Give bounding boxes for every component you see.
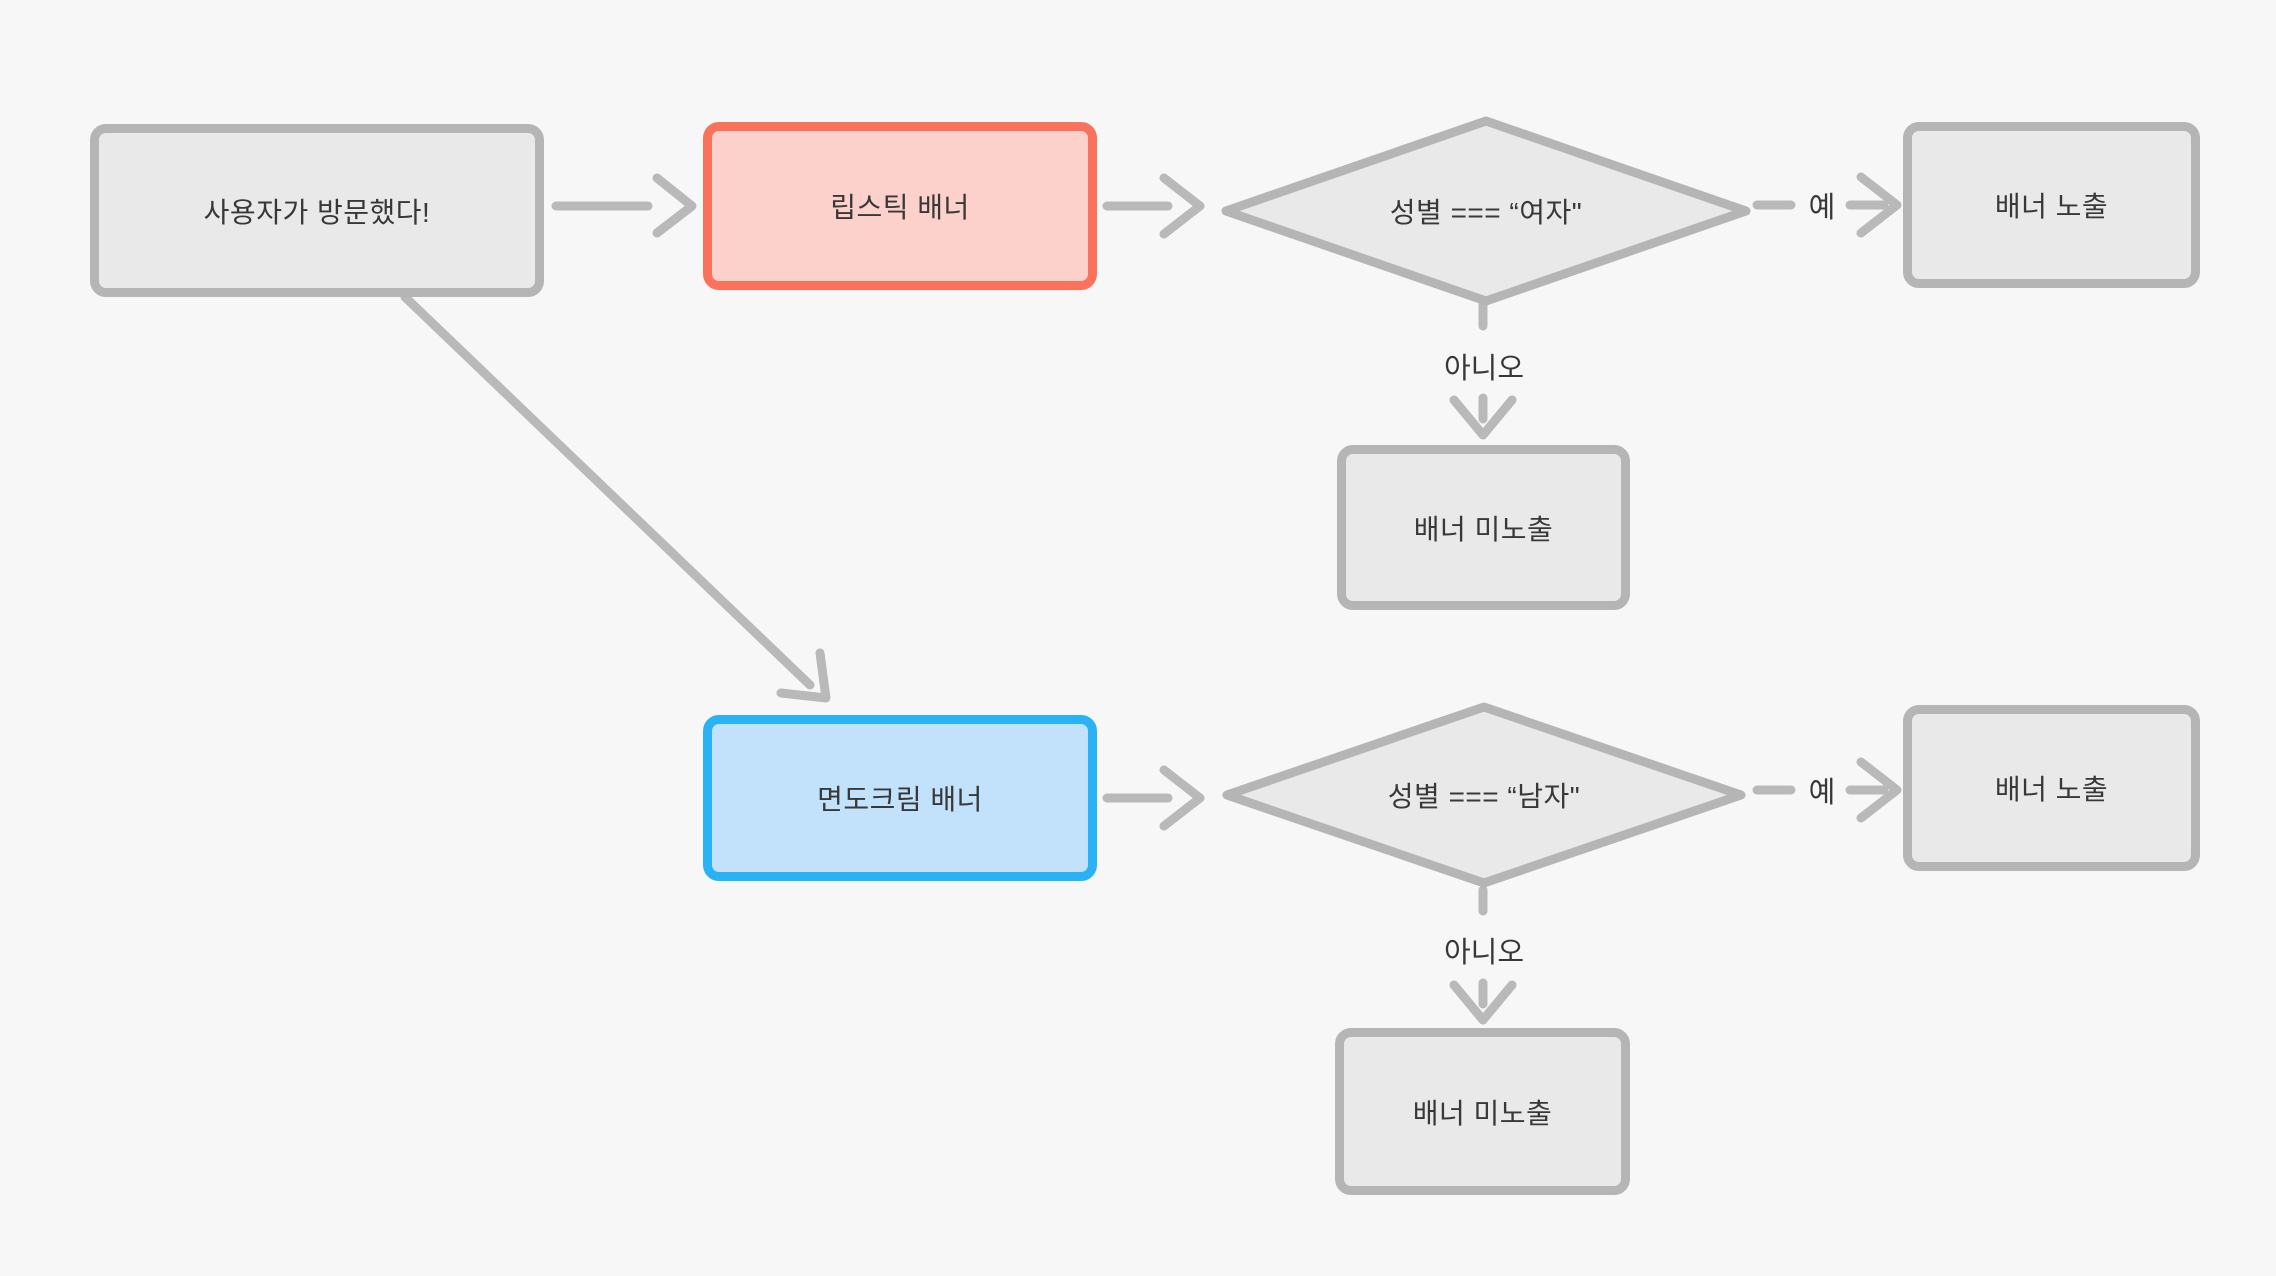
node-banner-hide-female-label: 배너 미노출: [1413, 513, 1554, 545]
node-banner-expose-male-label: 배너 노출: [1994, 774, 2109, 805]
edge-start-to-lipstick: [551, 173, 697, 238]
decision-male-shape[interactable]: [1222, 702, 1746, 888]
node-banner-expose-male[interactable]: 배너 노출: [1903, 705, 2200, 871]
node-banner-expose-female[interactable]: 배너 노출: [1903, 122, 2200, 288]
node-start-label: 사용자가 방문했다!: [203, 196, 431, 228]
edge-shaving-to-male-check: [1102, 765, 1205, 831]
edge-label-yes-female: 예: [1808, 192, 1836, 224]
edge-male-yes: [1752, 757, 1902, 823]
edge-female-no: [1449, 300, 1517, 440]
edge-label-no-female: 아니오: [1443, 353, 1525, 385]
edge-start-to-shaving: [400, 292, 831, 703]
edge-female-yes: [1752, 172, 1902, 238]
node-banner-expose-female-label: 배너 노출: [1994, 191, 2109, 222]
node-banner-hide-female[interactable]: 배너 미노출: [1337, 445, 1630, 610]
node-shaving-banner-label: 면도크림 배너: [817, 784, 983, 815]
node-banner-hide-male[interactable]: 배너 미노출: [1335, 1028, 1630, 1195]
edge-lipstick-to-female-check: [1102, 173, 1205, 239]
node-banner-hide-male-label: 배너 미노출: [1412, 1097, 1553, 1129]
edge-male-no: [1449, 885, 1517, 1025]
edge-label-yes-male: 예: [1808, 777, 1836, 809]
node-shaving-banner[interactable]: 면도크림 배너: [703, 715, 1097, 881]
node-start[interactable]: 사용자가 방문했다!: [90, 124, 544, 297]
edge-label-no-male: 아니오: [1443, 937, 1525, 969]
node-lipstick-banner-label: 립스틱 배너: [830, 192, 970, 223]
decision-female-shape[interactable]: [1221, 116, 1751, 306]
node-lipstick-banner[interactable]: 립스틱 배너: [703, 122, 1097, 290]
